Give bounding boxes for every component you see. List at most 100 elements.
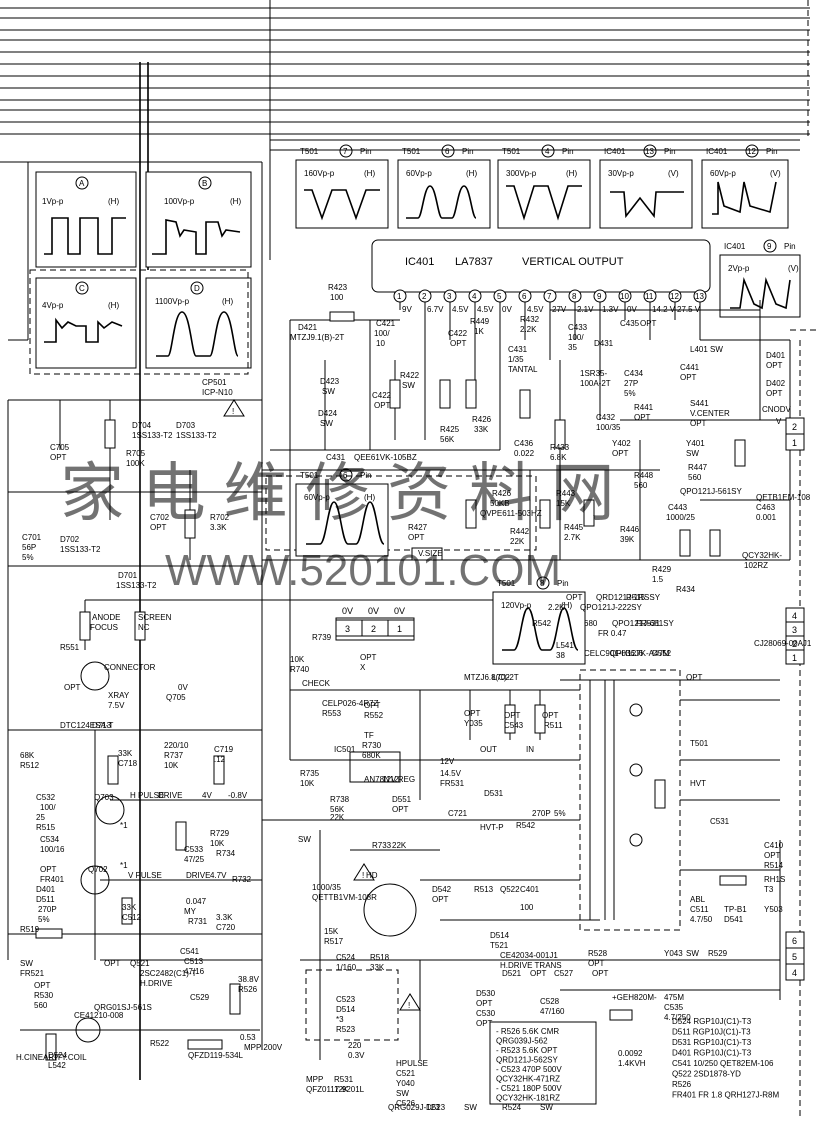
wave-unit-a: (H) — [108, 197, 119, 206]
label-230: HD — [366, 871, 378, 880]
label-61: OPT — [612, 449, 629, 458]
watermark-url: WWW.520101.COM — [165, 546, 561, 595]
label-304: C530 — [476, 1009, 496, 1018]
label-18: 1K — [474, 327, 484, 336]
label-331: D523 — [426, 1103, 446, 1112]
label-20: 56K — [440, 435, 455, 444]
label-16: OPT — [374, 401, 391, 410]
label-231: D542 — [432, 885, 452, 894]
label-31: D431 — [594, 339, 614, 348]
ic401-pin-5: 6 — [522, 292, 527, 301]
label-131: OPT — [686, 673, 703, 682]
label-92: R426 — [492, 489, 512, 498]
ic401-name: IC401 — [405, 256, 434, 268]
label-156: CELP026-4R7Z — [322, 699, 379, 708]
label-44: OPT — [766, 361, 783, 370]
wave-pin-7: 8 — [540, 579, 545, 588]
waveform-trace-1 — [406, 185, 477, 219]
label-194: DRIVE — [158, 791, 182, 800]
label-108: QETB1EM-108 — [756, 493, 811, 502]
label-27: TANTAL — [508, 365, 538, 374]
label-38: OPT — [640, 319, 657, 328]
bom-line-2: D531 RGP10J(C1)-T3 — [672, 1038, 752, 1047]
wave-word-3: Pin — [664, 147, 676, 156]
label-157: R553 — [322, 709, 342, 718]
wave-vpp-b: 100Vp-p — [164, 197, 195, 206]
label-13: R422 — [400, 371, 420, 380]
label-187: C532 — [36, 793, 56, 802]
label-73: D704 — [132, 421, 152, 430]
label-43: D401 — [766, 351, 786, 360]
label-3: MTZJ9.1(B)-2T — [290, 333, 344, 342]
label-169: C718 — [118, 759, 138, 768]
label-164: OPT — [542, 711, 559, 720]
label-63: SW — [686, 449, 699, 458]
ic401-pin-ring-5 — [518, 289, 532, 303]
label-80: 100K — [126, 459, 145, 468]
label-294: C529 — [190, 993, 210, 1002]
wave-unit-7: (H) — [561, 601, 572, 610]
label-316: R522 — [150, 1039, 170, 1048]
label-252: R517 — [324, 937, 344, 946]
label-257: TP-B1 — [724, 905, 747, 914]
label-192: *1 — [120, 821, 128, 830]
label-58: R433 — [550, 443, 570, 452]
label-185: FR531 — [440, 779, 465, 788]
label-171: R737 — [164, 751, 184, 760]
label-250: R519 — [20, 925, 40, 934]
ic401-pin-ring-11 — [668, 289, 682, 303]
wave-unit-b: (H) — [230, 197, 241, 206]
label-83: R702 — [210, 513, 230, 522]
label-186: D531 — [484, 789, 504, 798]
label-134: CJ28069-00AJ1 — [754, 639, 812, 648]
label-123: QPO121J-681SY — [612, 619, 674, 628]
label-293: OPT — [592, 969, 609, 978]
label-110: 0.001 — [756, 513, 777, 522]
check-pin-1: 1 — [397, 624, 402, 634]
label-226: R732 — [232, 875, 252, 884]
waveform-trace-4 — [712, 181, 777, 215]
label-199: R738 — [330, 795, 350, 804]
label-53: V — [776, 417, 782, 426]
wave-vpp-0: 160Vp-p — [304, 169, 335, 178]
label-0: R423 — [328, 283, 348, 292]
wave-src-1: T501 — [402, 147, 421, 156]
bom-line-3: D401 RGP10J(C1)-T3 — [672, 1049, 752, 1058]
label-319: HPULSE — [396, 1059, 428, 1068]
notes-box — [489, 1021, 597, 1105]
label-227: SW — [298, 835, 311, 844]
label-184: 14.5V — [440, 769, 462, 778]
label-271: H.DRIVE TRANS — [500, 961, 562, 970]
waveform-trace-0 — [304, 189, 380, 221]
wave-word-2: Pin — [562, 147, 574, 156]
label-117: QRD121J-1RSSY — [596, 593, 661, 602]
wave-id-c: C — [79, 284, 85, 293]
label-167: R512 — [20, 761, 40, 770]
label-158: OPT — [364, 701, 381, 710]
label-324: 0.0092 — [618, 1049, 643, 1058]
label-104: R446 — [620, 525, 640, 534]
wave-unit-4: (V) — [770, 169, 781, 178]
label-149: 7.5V — [108, 701, 125, 710]
label-334: SW — [540, 1103, 553, 1112]
label-22: 33K — [474, 425, 489, 434]
ic401-pin-ring-1 — [418, 289, 432, 303]
wave-src-0: T501 — [300, 147, 319, 156]
svg-text:!: ! — [232, 407, 234, 416]
label-132: T501 — [690, 739, 709, 748]
ic401-volt-10: 14.2 V — [652, 305, 676, 314]
warning-icons: ! ! ! — [223, 399, 421, 1011]
label-129: QPH127K-A47M — [610, 649, 670, 658]
label-87: 5% — [22, 553, 34, 562]
label-95: R427 — [408, 523, 428, 532]
note-line-3: QRD121J-562SY — [496, 1056, 558, 1065]
label-69: C431 — [326, 453, 346, 462]
label-298: C523 — [336, 995, 356, 1004]
label-66: R447 — [688, 463, 708, 472]
label-202: OPT — [392, 805, 409, 814]
ic401-pin-9: 10 — [620, 292, 629, 301]
label-183: IN — [526, 745, 534, 754]
check-pin-3: 3 — [345, 624, 350, 634]
label-121: R542 — [532, 619, 552, 628]
label-177: 680K — [362, 751, 381, 760]
